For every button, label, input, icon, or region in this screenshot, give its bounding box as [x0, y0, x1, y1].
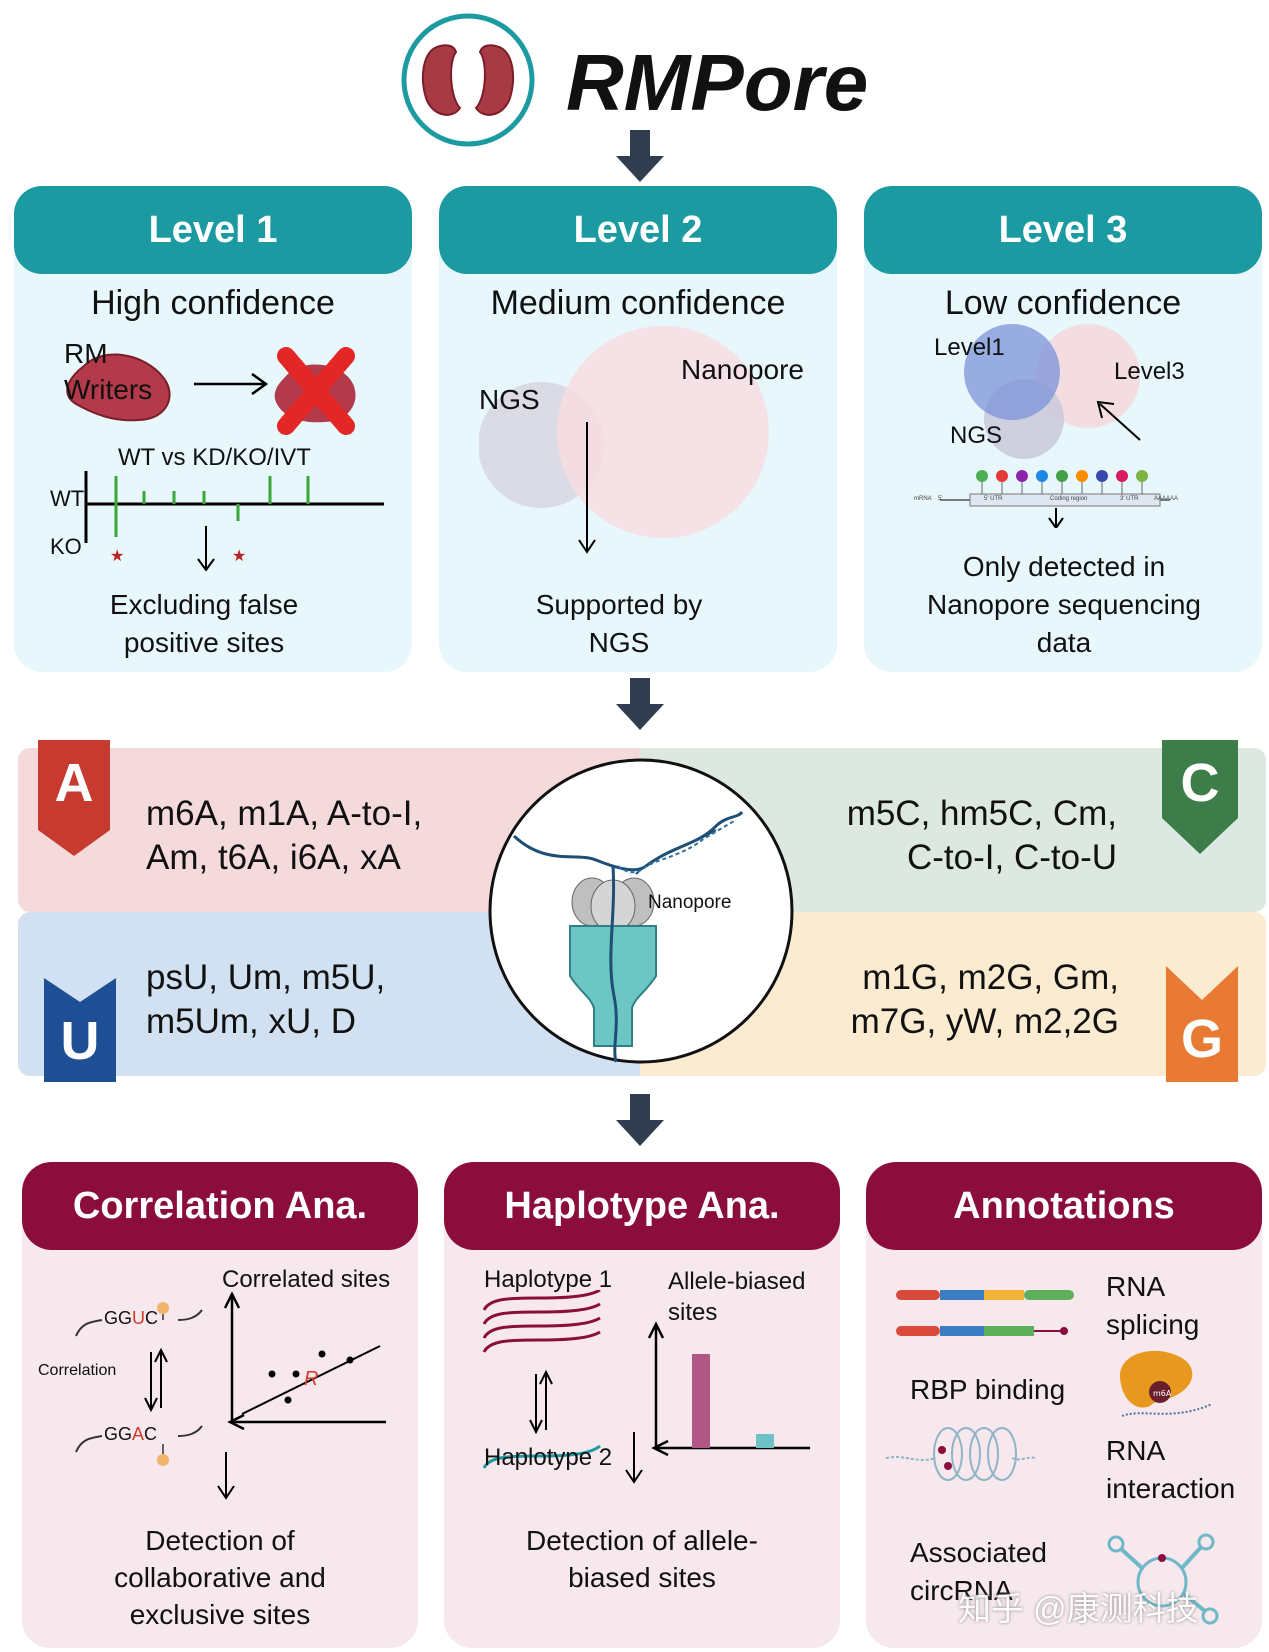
correlation-analysis-card: Correlation Ana. Correlated sites GGUC G… [22, 1162, 418, 1648]
rbp-binding-label: RBP binding [910, 1374, 1066, 1405]
rmpore-logo [400, 12, 536, 148]
level-2-subtitle: Medium confidence [490, 284, 786, 322]
svg-text:★: ★ [110, 546, 124, 565]
level-1-card: Level 1 High confidence RM Writers WT vs… [14, 186, 412, 672]
level-1-subtitle: High confidence [91, 284, 335, 322]
level-3-caption: Only detected in Nanopore sequencing dat… [927, 551, 1201, 658]
haplotype-analysis-card: Haplotype Ana. Haplotype 1 Allele-biased… [444, 1162, 840, 1648]
ngs-label: NGS [950, 422, 1003, 449]
correlation-heading: Correlation Ana. [22, 1162, 418, 1250]
track-label-3utr: 3' UTR [1120, 496, 1139, 502]
seq2-modified-base: A [132, 1424, 145, 1444]
wt-ko-site-plot: ★ ★ [84, 471, 384, 571]
track-label-5utr: 5' UTR [984, 496, 1003, 502]
g-letter: G [1180, 1009, 1223, 1069]
a-letter-banner [38, 740, 110, 856]
nanopore-label: Nanopore [681, 354, 804, 385]
seq1-modified-base: U [132, 1308, 146, 1328]
associated-circrna-label: Associated circRNA [910, 1537, 1047, 1606]
wt-vs-ko-title: WT vs KD/KO/IVT [118, 444, 311, 471]
u-letter: U [60, 1011, 100, 1071]
rna-interaction-illustration [886, 1427, 1036, 1481]
mrna-modification-track [940, 470, 1170, 528]
ngs-label: NGS [479, 384, 540, 415]
level-2-card: Level 2 Medium confidence NGS Nanopore S… [439, 186, 837, 672]
rna-splicing-illustration [896, 1290, 1074, 1336]
correlated-sites-label: Correlated sites [222, 1266, 391, 1293]
level-3-subtitle: Low confidence [944, 284, 1182, 322]
rm-writers-illustration [66, 347, 356, 435]
allele-biased-label: Allele-biased sites [668, 1268, 806, 1326]
svg-text:★: ★ [232, 546, 246, 565]
rna-interaction-label: RNA interaction [1106, 1435, 1236, 1504]
nanopore-illustration [488, 758, 794, 1064]
c-modifications-line2: C-to-I, C-to-U [907, 838, 1117, 877]
level-1-caption: Excluding false positive sites [109, 589, 299, 658]
a-modifications-line2: Am, t6A, i6A, xA [146, 838, 401, 877]
seq2-suffix: C [144, 1424, 158, 1444]
haplotype-heading: Haplotype Ana. [444, 1162, 840, 1250]
a-letter: A [54, 753, 94, 813]
level-1-heading: Level 1 [14, 186, 412, 274]
seq2-label: GGAC [104, 1424, 157, 1445]
ko-label: KO [50, 534, 82, 559]
g-modifications-line1: m1G, m2G, Gm, [862, 958, 1119, 997]
m6a-label: m6A [1153, 1389, 1172, 1398]
level-3-card: Level 3 Low confidence Level1 Level3 NGS… [864, 186, 1262, 672]
u-modifications-line1: psU, Um, m5U, [146, 958, 386, 997]
track-label-coding-region: Coding region [1050, 496, 1088, 502]
haplotype-1-label: Haplotype 1 [484, 1266, 613, 1293]
c-letter: C [1180, 753, 1220, 813]
haplotype-caption: Detection of allele-biased sites [526, 1525, 758, 1593]
seq2-prefix: GG [104, 1424, 133, 1444]
level-venn [964, 324, 1141, 459]
circrna-illustration [1107, 1533, 1219, 1625]
level3-label: Level3 [1114, 358, 1185, 385]
ngs-nanopore-venn [479, 326, 769, 554]
a-modifications-line1: m6A, m1A, A-to-I, [146, 794, 423, 833]
correlation-label: Correlation [38, 1362, 117, 1379]
c-letter-banner [1162, 740, 1238, 854]
haplotype-down-arrow [625, 1432, 643, 1484]
wt-label: WT [50, 486, 85, 511]
level-2-caption: Supported by NGS [535, 589, 703, 658]
seq1-suffix: C [145, 1308, 159, 1328]
g-modifications-line2: m7G, yW, m2,2G [850, 1002, 1119, 1041]
nanopore-circle-label: Nanopore [648, 892, 732, 913]
correlation-illustration [75, 1291, 386, 1500]
c-modifications-line1: m5C, hm5C, Cm, [846, 794, 1117, 833]
correlation-caption: Detection of collaborative and exclusive… [114, 1525, 326, 1630]
r-label: R [304, 1368, 319, 1390]
level-3-heading: Level 3 [864, 186, 1262, 274]
rm-writers-label: RM Writers [64, 338, 153, 405]
haplotype-illustration [482, 1290, 810, 1469]
page-title: RMPore [566, 38, 869, 127]
seq1-label: GGUC [104, 1308, 158, 1329]
a-banner-shape [38, 740, 110, 856]
track-label-mrna: mRNA [914, 496, 932, 502]
track-label-5prime: 5' [938, 496, 943, 502]
annotations-card: Annotations RNA splicing RBP binding m6A… [866, 1162, 1262, 1648]
rbp-binding-illustration: m6A [1119, 1350, 1213, 1417]
annotations-heading: Annotations [866, 1162, 1262, 1250]
haplotype-2-label: Haplotype 2 [484, 1444, 613, 1471]
level-2-heading: Level 2 [439, 186, 837, 274]
g-letter-banner [1166, 966, 1238, 1082]
u-letter-banner [44, 978, 116, 1082]
watermark: 知乎 @康测科技 [958, 1590, 1199, 1627]
u-modifications-line2: m5Um, xU, D [146, 1002, 356, 1041]
track-label-polya: AAAAAA [1154, 496, 1179, 502]
rna-splicing-label: RNA splicing [1106, 1271, 1200, 1340]
level1-label: Level1 [934, 334, 1005, 361]
seq1-prefix: GG [104, 1308, 133, 1328]
